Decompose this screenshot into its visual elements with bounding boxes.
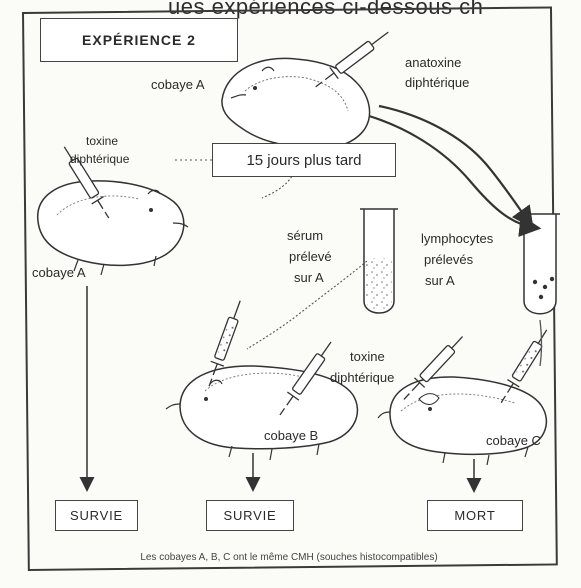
result-right-box: MORT (427, 500, 523, 531)
diagram-footer: Les cobayes A, B, C ont le même CMH (sou… (140, 552, 438, 563)
label-toxine-mid: toxine (350, 349, 385, 364)
label-preleve: prélevé (289, 249, 332, 264)
guinea-pig-left (37, 180, 189, 276)
label-anatoxine: anatoxine (405, 55, 462, 70)
result-right: MORT (454, 508, 496, 523)
curve-lymphocytes-to-syringe (539, 319, 543, 367)
label-toxine-left: toxine (86, 134, 119, 148)
timing-box: 15 jours plus tard (212, 143, 396, 177)
syringe-left (63, 146, 110, 219)
label-cobaye-a-left: cobaye A (32, 265, 86, 280)
guinea-pig-c (377, 376, 548, 466)
timing-label: 15 jours plus tard (246, 151, 362, 169)
label-diphterique-mid: diphtérique (330, 370, 395, 385)
syringe-serum-injection (208, 300, 241, 387)
experiment-title-box: EXPÉRIENCE 2 (40, 18, 238, 62)
label-sur-a-2: sur A (425, 273, 455, 288)
result-left-box: SURVIE (55, 500, 138, 531)
label-cobaye-c: cobaye C (486, 433, 541, 448)
label-preleves: prélevés (424, 252, 474, 267)
curve-serum-to-syringe (246, 260, 368, 350)
header-fragment: ues expériences ci-dessous ch (168, 0, 484, 19)
result-left: SURVIE (70, 508, 123, 523)
label-lymphocytes: lymphocytes (421, 231, 494, 246)
experiment-title: EXPÉRIENCE 2 (82, 32, 196, 48)
guinea-pig-b (165, 365, 359, 461)
label-serum: sérum (287, 228, 324, 243)
label-cobaye-b: cobaye B (264, 428, 319, 443)
result-middle-box: SURVIE (206, 500, 294, 531)
syringe-toxin-c (403, 336, 464, 400)
syringe-top (315, 31, 389, 88)
label-diphterique-left: diphtérique (70, 152, 130, 166)
syringe-toxin-b (279, 341, 332, 416)
syringe-lymphocytes-injection (500, 329, 548, 404)
test-tube-serum (360, 208, 398, 314)
test-tube-lymphocytes (520, 213, 560, 315)
label-diphterique-top: diphtérique (405, 75, 470, 90)
label-cobaye-a-top: cobaye A (151, 77, 205, 92)
label-sur-a: sur A (294, 270, 324, 285)
arrow-top-to-lymphocytes (378, 104, 534, 229)
result-middle: SURVIE (223, 508, 277, 523)
